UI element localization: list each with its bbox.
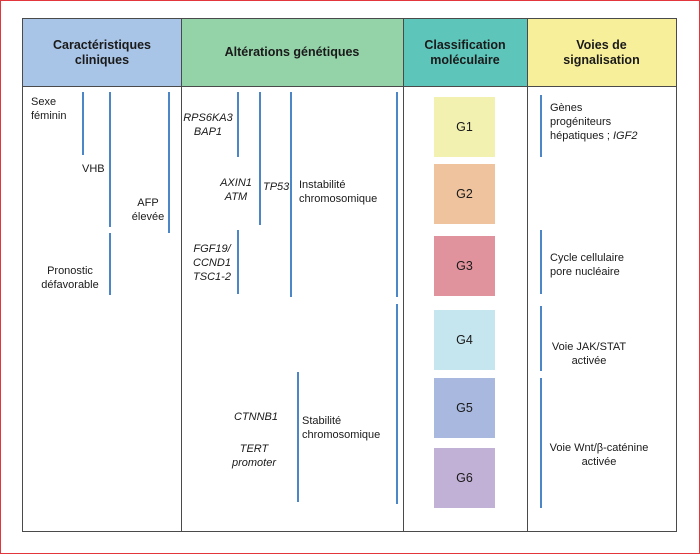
group-g1-label: G1: [456, 120, 473, 134]
header-genetic: Altérations génétiques: [181, 19, 403, 87]
gene-ctnnb1: CTNNB1: [234, 411, 279, 423]
pathway-cell-cycle-bar: [540, 230, 542, 294]
pathway-jak-stat-bar: [540, 306, 542, 371]
header-molecular: Classification moléculaire: [403, 19, 527, 87]
pathway-igf2-text: IGF2: [613, 130, 638, 142]
group-g5-box: G5: [434, 378, 495, 438]
pathway-progenitor-bar: [540, 95, 542, 157]
group-g4-box: G4: [434, 310, 495, 370]
group-g3-label: G3: [456, 259, 473, 273]
gene-axin1-bar: [259, 92, 261, 225]
gene-fgf19-ccnd1-tsc: FGF19/ CCND1 TSC1-2: [193, 243, 231, 283]
pathway-cell-cycle: Cycle cellulaire pore nucléaire: [550, 252, 624, 278]
clinical-vhb: VHB: [82, 163, 105, 175]
header-clinical: Caractéristiques cliniques: [23, 19, 181, 87]
header-genetic-label: Altérations génétiques: [224, 45, 360, 59]
group-g3-box: G3: [434, 236, 495, 296]
pathway-wnt-beta-catenin: Voie Wnt/β-caténine activée: [549, 442, 649, 468]
group-g2-box: G2: [434, 164, 495, 224]
pathway-progenitor-genes: Gènes progéniteurs hépatiques ; IGF2: [550, 101, 637, 143]
clinical-afp: AFP élevée: [131, 197, 165, 223]
clinical-vhb-bar: [109, 92, 111, 227]
clinical-female-sex: Sexe féminin: [31, 96, 67, 122]
group-g5-label: G5: [456, 401, 473, 415]
group-g1-box: G1: [434, 97, 495, 157]
gene-tert-promoter: TERT promoter: [231, 443, 277, 469]
header-pathways-label: Voies de signalisation: [563, 37, 640, 67]
molecular-lower-bar: [396, 304, 398, 504]
group-g6-box: G6: [434, 448, 495, 508]
chromosomal-instability-bar: [290, 92, 292, 297]
header-clinical-label: Caractéristiques cliniques: [53, 37, 151, 67]
chromosomal-stability-bar: [297, 372, 299, 502]
gene-tp53: TP53: [263, 181, 290, 193]
pathway-jak-stat: Voie JAK/STAT activée: [551, 341, 627, 367]
header-pathways: Voies de signalisation: [527, 19, 676, 87]
gene-rps6ka3-bap1: RPS6KA3 BAP1: [183, 112, 233, 138]
chromosomal-instability: Instabilité chromosomique: [299, 179, 378, 205]
clinical-poor-prognosis-bar: [109, 233, 111, 295]
chromosomal-stability: Stabilité chromosomique: [302, 415, 381, 441]
clinical-afp-bar: [168, 92, 170, 233]
gene-rps6ka3-bar: [237, 92, 239, 157]
group-g6-label: G6: [456, 471, 473, 485]
gene-fgf19-bar: [237, 230, 239, 294]
column-divider: [181, 19, 182, 531]
clinical-poor-prognosis: Pronostic défavorable: [41, 265, 99, 291]
column-divider: [527, 19, 528, 531]
pathway-progenitor-text: Gènes progéniteurs hépatiques ;: [550, 102, 612, 142]
group-g4-label: G4: [456, 333, 473, 347]
classification-table: Caractéristiques cliniques Altérations g…: [22, 18, 677, 532]
clinical-female-sex-bar: [82, 92, 84, 155]
header-molecular-label: Classification moléculaire: [424, 37, 506, 67]
column-divider: [403, 19, 404, 531]
molecular-upper-bar: [396, 92, 398, 297]
gene-axin1-atm: AXIN1 ATM: [220, 177, 252, 203]
group-g2-label: G2: [456, 187, 473, 201]
pathway-wnt-bar: [540, 378, 542, 508]
